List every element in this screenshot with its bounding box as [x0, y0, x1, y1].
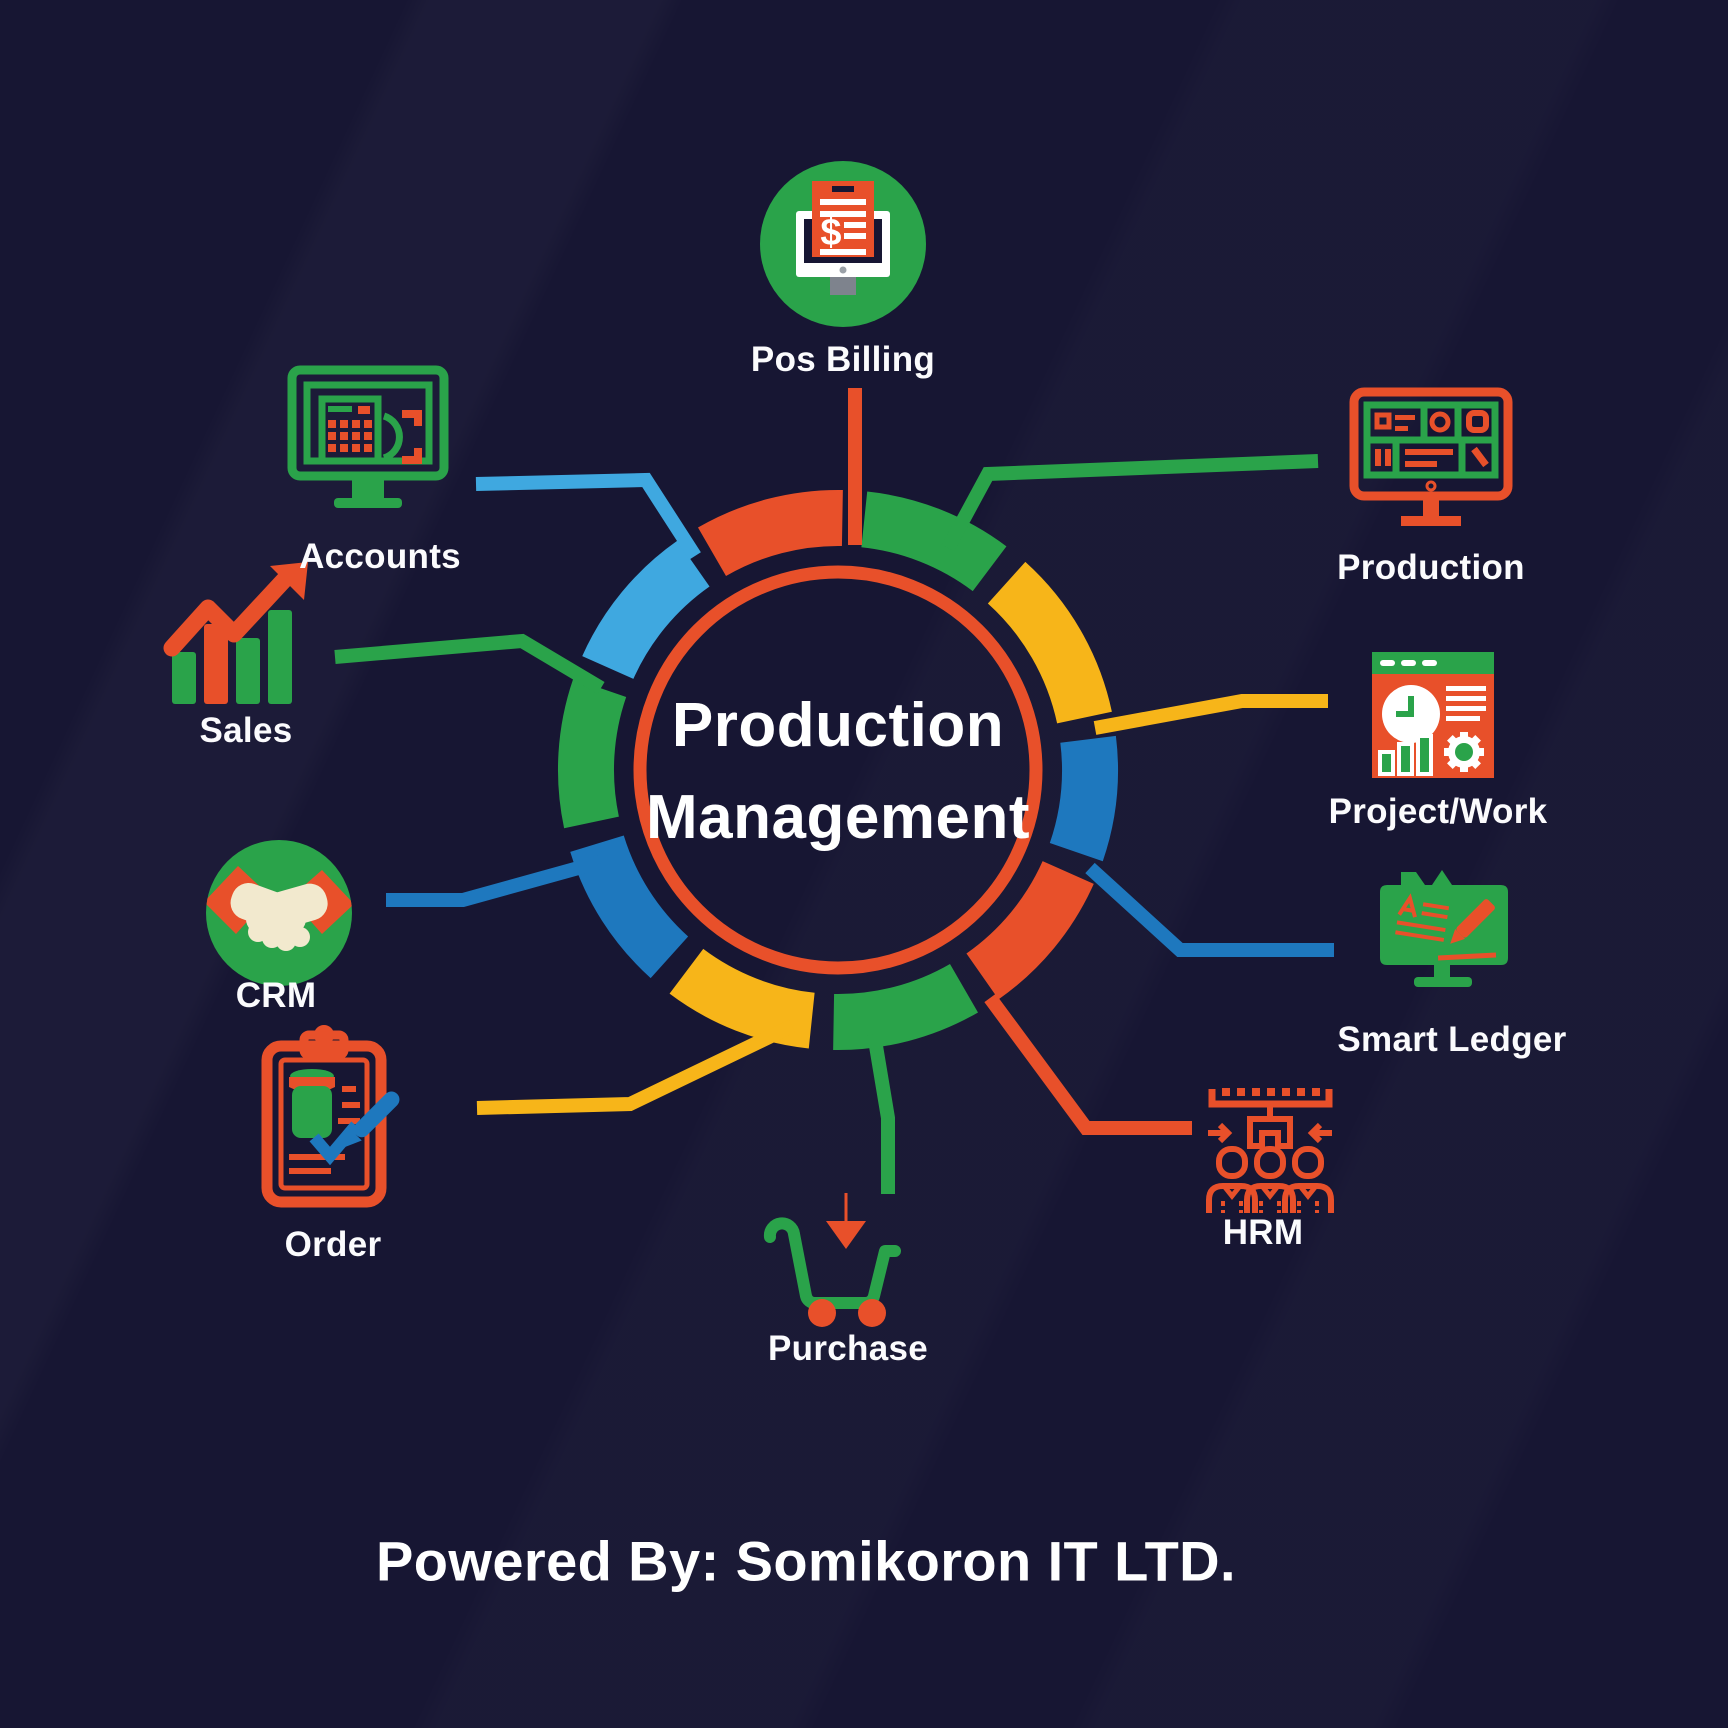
bar-chart-icon [1378, 734, 1433, 776]
connector-sales [334, 633, 605, 695]
pen-icon [343, 1091, 400, 1148]
production-monitor-icon [1349, 387, 1513, 526]
connector-hrm [984, 993, 1192, 1135]
hrm-people-icon [1206, 1088, 1334, 1213]
ring-segment-green-bottom [833, 963, 979, 1051]
person-icon [1244, 1146, 1296, 1213]
hub-inner-ring [633, 565, 1043, 975]
label-accounts: Accounts [299, 537, 461, 576]
hub-ring-segments [557, 489, 1118, 1051]
order-clipboard-icon [261, 1025, 400, 1208]
connector-crm [386, 855, 602, 907]
footer-credit: Powered By: Somikoron IT LTD. [376, 1529, 1236, 1593]
ring-segment-orange-top [697, 489, 843, 577]
connector-accounts [475, 472, 701, 560]
ring-segment-green-topright [860, 491, 1007, 592]
hub-title-line1: Production [671, 691, 1005, 760]
ring-segment-blue-right [1049, 735, 1118, 862]
calculator-keypad [328, 420, 372, 452]
arrow-left-icon [1307, 1122, 1332, 1144]
label-sales: Sales [199, 711, 293, 750]
connector-purchase [867, 1032, 895, 1194]
label-production: Production [1337, 548, 1525, 587]
shopping-cart-icon [763, 1193, 901, 1327]
connector-order [476, 1019, 796, 1115]
accounts-calculator-icon [287, 365, 449, 508]
hub-title: Production Management [646, 680, 1030, 864]
sales-growth-icon [163, 562, 308, 704]
ledger-text-lines [1395, 893, 1450, 942]
module-connectors [334, 388, 1334, 1194]
label-crm: CRM [235, 976, 317, 1015]
ring-segment-orange-lowright [965, 860, 1094, 1000]
ring-segment-yellow-upright [987, 561, 1112, 724]
pencil-icon [1450, 899, 1495, 944]
checkmark-icon [309, 1121, 361, 1166]
person-icon [1206, 1146, 1258, 1213]
ring-segment-yellow-bottom [669, 948, 816, 1049]
label-project-work: Project/Work [1328, 792, 1548, 831]
connector-smart-ledger [1085, 862, 1334, 957]
arrow-down-icon [826, 1221, 866, 1249]
label-smart-ledger: Smart Ledger [1337, 1020, 1567, 1059]
ring-segment-lightblue-upleft [582, 540, 711, 680]
pos-billing-icon: $ [760, 161, 926, 327]
person-icon [1282, 1146, 1334, 1213]
hub-title-line2: Management [646, 783, 1030, 852]
project-dashboard-icon [1372, 652, 1494, 778]
label-purchase: Purchase [768, 1329, 928, 1368]
label-pos-billing: Pos Billing [750, 340, 936, 379]
handshake-icon [206, 840, 352, 986]
trend-arrow-icon [163, 569, 295, 657]
ring-segment-green-left [557, 678, 627, 829]
connector-production [941, 454, 1319, 552]
ledger-book-icon [1380, 870, 1508, 987]
label-hrm: HRM [1222, 1213, 1304, 1252]
connector-project-work [1093, 694, 1328, 735]
ring-segment-blue-lowleft [570, 834, 689, 979]
dollar-sign: $ [820, 212, 841, 254]
org-unit-box [1247, 1116, 1293, 1149]
label-order: Order [284, 1225, 382, 1264]
arrow-right-icon [1208, 1122, 1233, 1144]
